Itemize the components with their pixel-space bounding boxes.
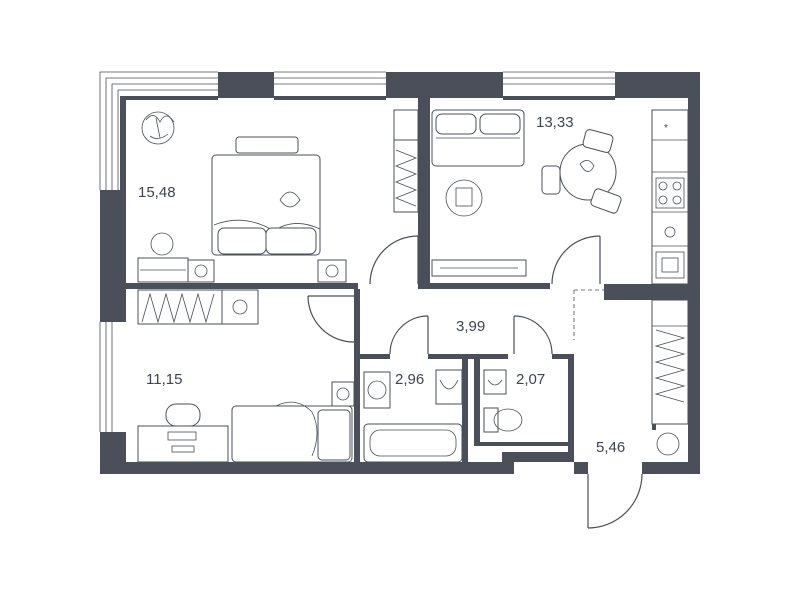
toilet-area: 2,07 xyxy=(516,371,545,388)
bedroom-bottom-furniture xyxy=(137,289,355,463)
plant-icon xyxy=(141,111,175,145)
doors xyxy=(307,235,643,529)
bathroom-furniture xyxy=(363,369,463,463)
toilet-furniture xyxy=(483,369,523,433)
windows xyxy=(99,71,615,432)
kitchen-living-area: 13,33 xyxy=(536,114,574,131)
entrance-area: 5,46 xyxy=(596,439,625,456)
hall-area: 3,99 xyxy=(456,318,485,335)
bedroom-bottom-area: 11,15 xyxy=(146,371,182,388)
entrance-furniture xyxy=(651,299,689,456)
bathroom-area: 2,96 xyxy=(395,371,424,388)
svg-text:*: * xyxy=(664,123,668,134)
bedroom-top-furniture xyxy=(137,109,419,283)
bedroom-top-area: 15,48 xyxy=(138,184,176,201)
walls xyxy=(100,72,700,474)
kitchen-furniture: * xyxy=(431,109,689,285)
